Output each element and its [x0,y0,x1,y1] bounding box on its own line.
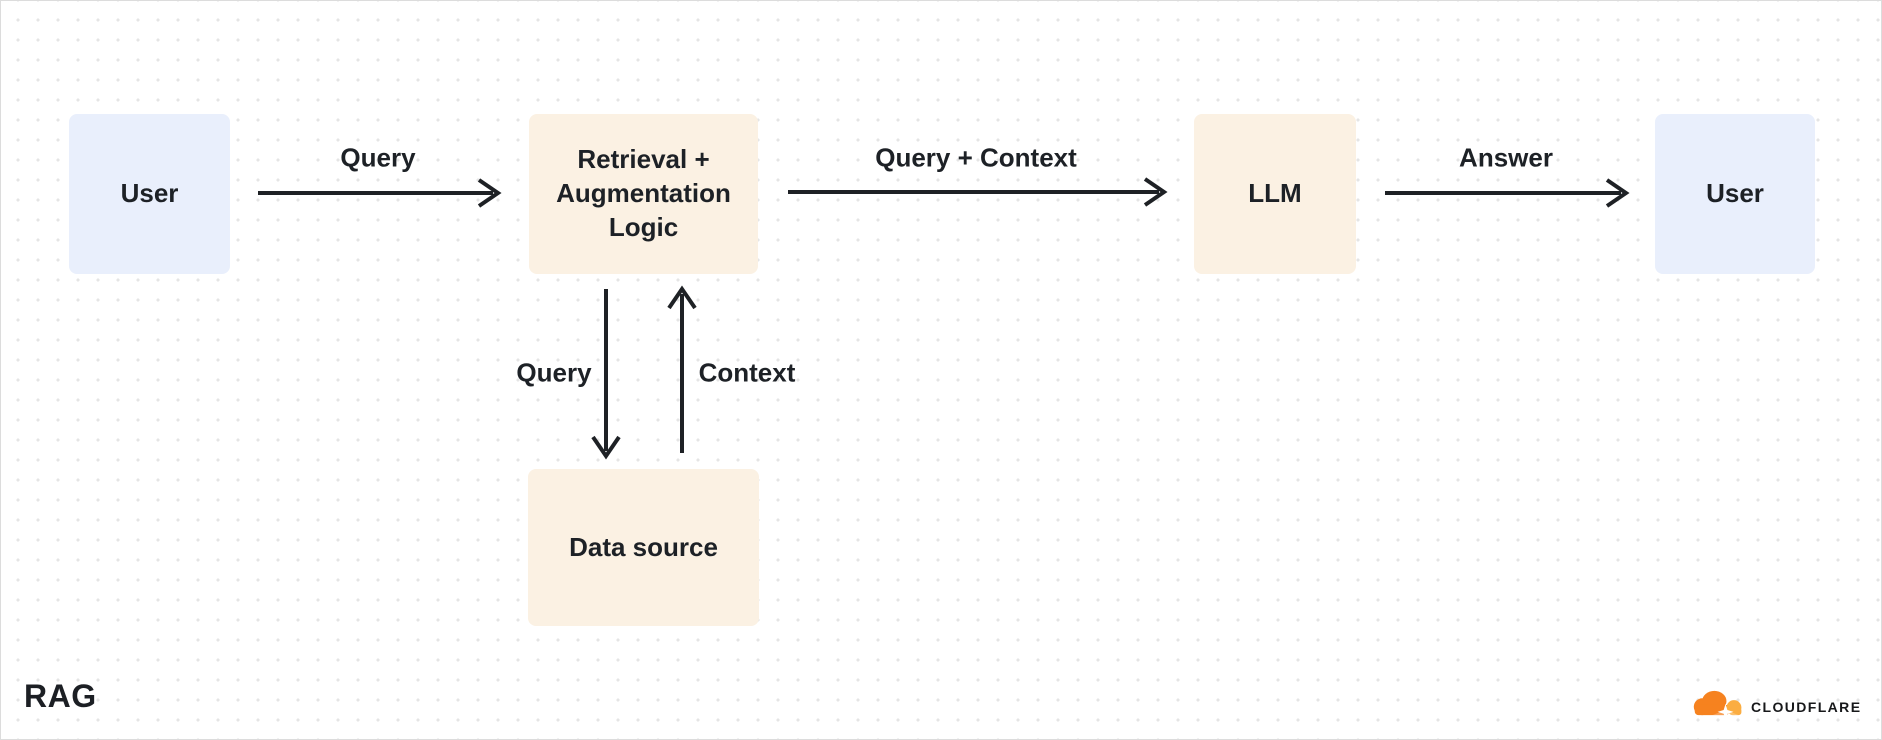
edge-label-context-up: Context [698,357,796,388]
node-user-destination-label: User [1706,178,1764,209]
arrow-answer-icon [1385,178,1630,208]
cloudflare-cloud-icon [1693,690,1742,718]
cloudflare-wordmark: CLOUDFLARE [1751,699,1862,715]
node-llm-label: LLM [1248,178,1302,209]
node-user-source: User [69,114,230,274]
cloudflare-logo: CLOUDFLARE [1691,687,1861,718]
node-retrieval-augmentation-logic-label: Retrieval + Augmentation Logic [556,144,731,242]
node-data-source: Data source [528,469,759,626]
arrow-context-up-icon [667,285,697,453]
arrow-query-context-icon [788,177,1168,207]
diagram-title: RAG [24,678,97,714]
edge-label-answer: Answer [1459,142,1553,173]
edge-label-query-down: Query [516,357,592,388]
edge-label-query-context: Query + Context [875,142,1077,173]
node-llm: LLM [1194,114,1356,274]
node-user-source-label: User [120,178,179,209]
arrow-query-down-icon [591,289,621,460]
edge-label-query: Query [340,142,416,173]
node-user-destination: User [1655,114,1815,274]
arrow-query-icon [258,178,502,208]
node-retrieval-augmentation-logic: Retrieval + Augmentation Logic [529,114,758,274]
node-data-source-label: Data source [569,531,718,562]
